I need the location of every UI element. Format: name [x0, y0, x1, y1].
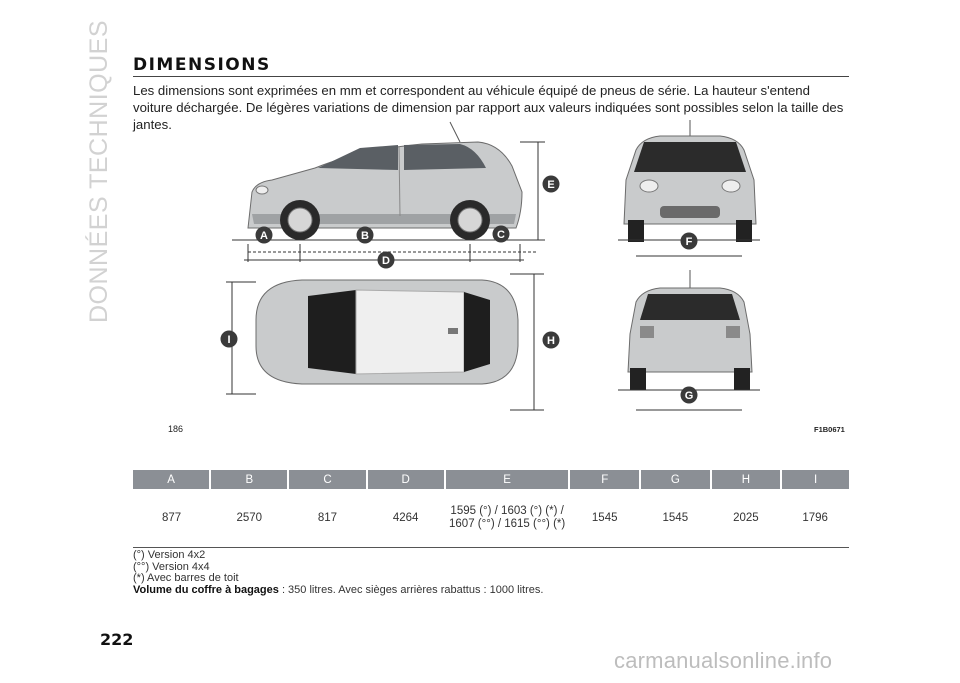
badge-b-label: B [361, 230, 369, 242]
table-header-cell: E [444, 470, 571, 489]
note-4x2: (°) Version 4x2 [133, 549, 206, 561]
table-cell-b: 2570 [210, 489, 289, 548]
badge-a: A [255, 226, 273, 244]
car-top-view [255, 279, 519, 385]
luggage-volume-text: : 350 litres. Avec sièges arrières rabat… [278, 583, 544, 596]
table-header-cell: H [710, 470, 783, 489]
badge-f: F [680, 232, 698, 250]
site-watermark: carmanualsonline.info [614, 648, 833, 673]
title-divider [133, 76, 849, 77]
top-dimension-lines [226, 273, 544, 411]
table-cell-i: 1796 [781, 489, 849, 548]
table-cell-c: 817 [288, 489, 367, 548]
luggage-volume-label: Volume du coffre à bagages [133, 583, 279, 596]
note-roof-bars: (*) Avec barres de toit [133, 572, 239, 584]
table-cell-a: 877 [133, 489, 211, 548]
table-header-cell: A [133, 470, 212, 489]
table-cell-h: 2025 [710, 489, 782, 548]
badge-a-label: A [260, 230, 268, 242]
table-header-cell: B [210, 470, 290, 489]
badge-i-label: I [227, 334, 230, 346]
table-header-row: A B C D E F G H I [133, 470, 849, 489]
badge-e: E [542, 175, 560, 193]
figure-number: 186 [168, 424, 184, 434]
badge-g-label: G [685, 390, 694, 402]
table-header-cell: F [569, 470, 642, 489]
badge-c-label: C [497, 229, 505, 241]
table-cell-d: 4264 [366, 489, 445, 548]
figure-code: F1B0671 [814, 425, 845, 434]
badge-h-label: H [547, 335, 555, 347]
table-header-cell: I [781, 470, 849, 489]
car-dimension-diagram: A B C D E F G H [220, 120, 760, 411]
table-header-cell: D [366, 470, 446, 489]
page-number: 222 [100, 630, 134, 649]
badge-h: H [542, 331, 560, 349]
table-row: 877 2570 817 4264 1595 (°) / 1603 (°) (*… [133, 489, 849, 548]
badge-g: G [680, 386, 698, 404]
table-header-cell: G [640, 470, 712, 489]
table-cell-g: 1545 [640, 489, 711, 548]
page-title: DIMENSIONS [133, 55, 271, 75]
car-rear-view [627, 270, 753, 390]
note-luggage-volume: Volume du coffre à bagages : 350 litres.… [133, 583, 544, 597]
section-side-label: DONNÉES TECHNIQUES [84, 19, 116, 322]
dimensions-table: A B C D E F G H I 877 2570 817 4264 1595… [133, 470, 849, 548]
badge-d-label: D [382, 255, 390, 267]
car-front-view [623, 120, 757, 242]
note-4x4: (°°) Version 4x4 [133, 560, 210, 573]
dimensions-figure: A B C D E F G H [160, 120, 850, 440]
badge-c: C [492, 225, 510, 243]
badge-i: I [220, 330, 238, 348]
table-cell-f: 1545 [569, 489, 641, 548]
badge-d: D [377, 251, 395, 269]
badge-e-label: E [547, 179, 554, 191]
car-side-view [247, 121, 523, 240]
table-notes: (°) Version 4x2 (°°) Version 4x4 (*) Ave… [133, 549, 544, 597]
table-header-cell: C [288, 470, 368, 489]
badge-f-label: F [686, 236, 693, 248]
intro-paragraph: Les dimensions sont exprimées en mm et c… [133, 83, 844, 132]
badge-b: B [356, 226, 374, 244]
table-cell-e: 1595 (°) / 1603 (°) (*) / 1607 (°°) / 16… [444, 489, 570, 548]
section-side-label-text: DONNÉES TECHNIQUES [85, 19, 114, 323]
